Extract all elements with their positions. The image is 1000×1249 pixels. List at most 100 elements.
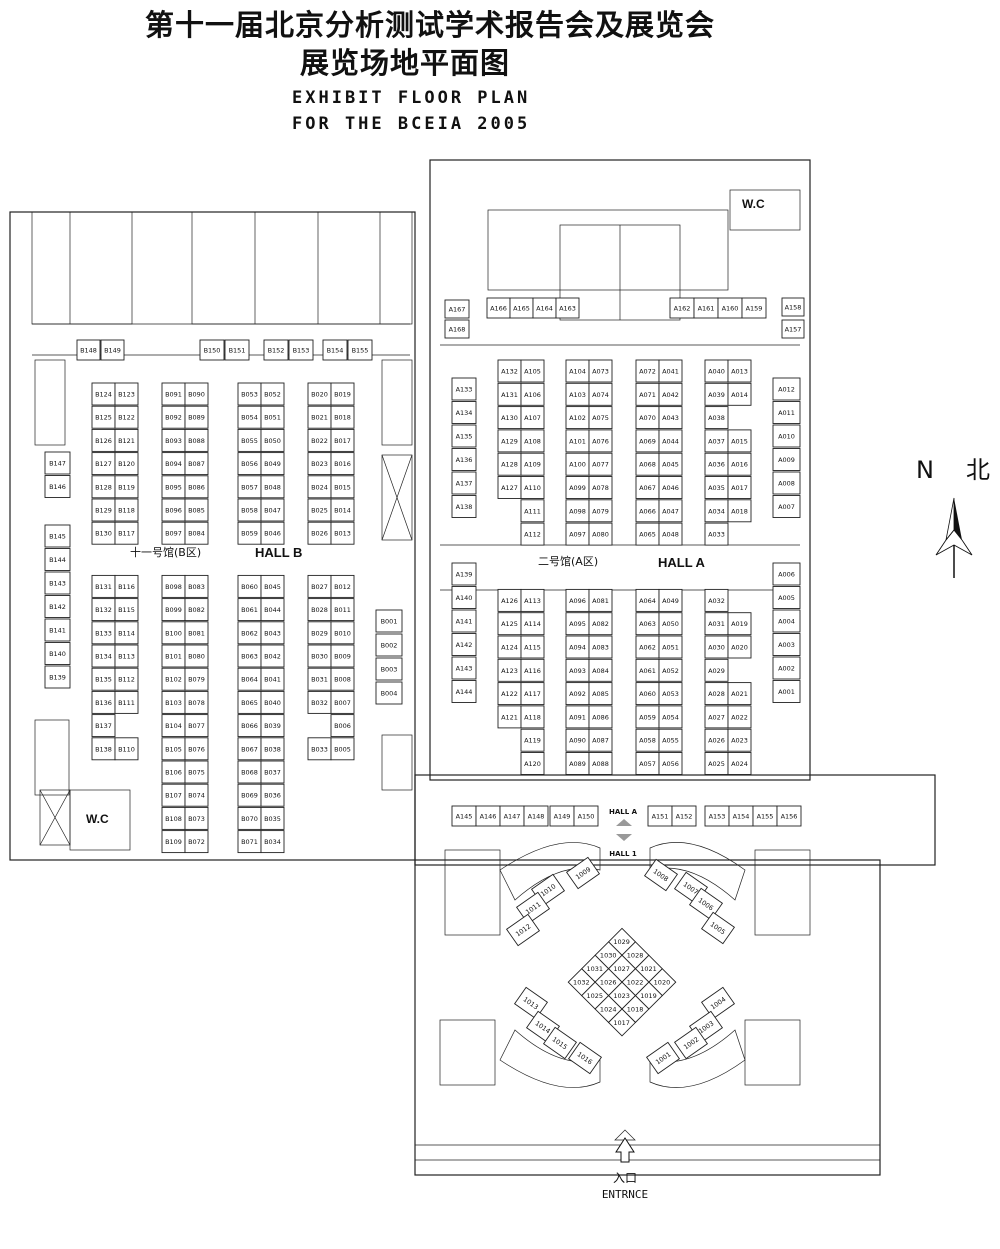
booth-a043[interactable]: A043: [658, 406, 683, 430]
booth-a061[interactable]: A061: [635, 658, 660, 682]
booth-b115[interactable]: B115: [114, 598, 139, 622]
booth-1005[interactable]: 1005: [700, 911, 736, 945]
booth-a052[interactable]: A052: [658, 658, 683, 682]
booth-b011[interactable]: B011: [330, 598, 355, 622]
booth-b013[interactable]: B013: [330, 521, 355, 545]
booth-1015[interactable]: 1015: [542, 1026, 578, 1060]
booth-a091[interactable]: A091: [565, 705, 590, 729]
booth-a131[interactable]: A131: [497, 382, 522, 406]
booth-b139[interactable]: B139: [44, 665, 71, 689]
booth-b045[interactable]: B045: [260, 574, 285, 598]
booth-b146[interactable]: B146: [44, 475, 71, 498]
booth-a078[interactable]: A078: [588, 476, 613, 499]
booth-b010[interactable]: B010: [330, 621, 355, 645]
booth-b123[interactable]: B123: [114, 382, 139, 406]
booth-a146[interactable]: A146: [475, 805, 501, 827]
booth-b079[interactable]: B079: [184, 667, 209, 691]
booth-a011[interactable]: A011: [772, 401, 801, 424]
booth-b028[interactable]: B028: [307, 598, 332, 622]
booth-a088[interactable]: A088: [588, 752, 613, 775]
booth-b092[interactable]: B092: [161, 405, 186, 429]
booth-b130[interactable]: B130: [91, 521, 116, 545]
booth-1004[interactable]: 1004: [700, 986, 736, 1020]
booth-a159[interactable]: A159: [741, 297, 767, 319]
booth-a103[interactable]: A103: [565, 382, 590, 406]
booth-b039[interactable]: B039: [260, 714, 285, 738]
booth-a130[interactable]: A130: [497, 406, 522, 430]
booth-a060[interactable]: A060: [635, 682, 660, 706]
booth-a157[interactable]: A157: [781, 319, 805, 339]
booth-b128[interactable]: B128: [91, 475, 116, 499]
booth-b124[interactable]: B124: [91, 382, 116, 406]
booth-a003[interactable]: A003: [772, 633, 801, 656]
booth-a063[interactable]: A063: [635, 612, 660, 636]
booth-a047[interactable]: A047: [658, 499, 683, 523]
booth-a161[interactable]: A161: [693, 297, 719, 319]
booth-b005[interactable]: B005: [330, 737, 355, 761]
booth-a056[interactable]: A056: [658, 752, 683, 775]
booth-a040[interactable]: A040: [704, 359, 729, 383]
booth-a045[interactable]: A045: [658, 452, 683, 476]
booth-b038[interactable]: B038: [260, 737, 285, 761]
booth-b029[interactable]: B029: [307, 621, 332, 645]
booth-b078[interactable]: B078: [184, 690, 209, 714]
booth-b154[interactable]: B154: [322, 339, 348, 361]
booth-b036[interactable]: B036: [260, 783, 285, 807]
booth-a092[interactable]: A092: [565, 682, 590, 706]
booth-a007[interactable]: A007: [772, 495, 801, 518]
booth-a113[interactable]: A113: [520, 588, 545, 612]
booth-b021[interactable]: B021: [307, 405, 332, 429]
booth-a149[interactable]: A149: [549, 805, 575, 827]
booth-a154[interactable]: A154: [728, 805, 754, 827]
booth-a030[interactable]: A030: [704, 635, 729, 659]
booth-b080[interactable]: B080: [184, 644, 209, 668]
booth-b004[interactable]: B004: [375, 681, 403, 705]
booth-a072[interactable]: A072: [635, 359, 660, 383]
booth-a014[interactable]: A014: [727, 382, 752, 406]
booth-b040[interactable]: B040: [260, 690, 285, 714]
booth-b071[interactable]: B071: [237, 830, 262, 854]
booth-b107[interactable]: B107: [161, 783, 186, 807]
booth-a102[interactable]: A102: [565, 406, 590, 430]
booth-b104[interactable]: B104: [161, 714, 186, 738]
booth-b067[interactable]: B067: [237, 737, 262, 761]
booth-a123[interactable]: A123: [497, 658, 522, 682]
booth-a021[interactable]: A021: [727, 682, 752, 706]
booth-a058[interactable]: A058: [635, 728, 660, 752]
booth-a108[interactable]: A108: [520, 429, 545, 453]
booth-a117[interactable]: A117: [520, 682, 545, 706]
booth-b016[interactable]: B016: [330, 452, 355, 476]
booth-a067[interactable]: A067: [635, 476, 660, 499]
booth-b058[interactable]: B058: [237, 498, 262, 522]
booth-b137[interactable]: B137: [91, 714, 116, 738]
booth-b094[interactable]: B094: [161, 452, 186, 476]
booth-a158[interactable]: A158: [781, 297, 805, 317]
booth-a034[interactable]: A034: [704, 499, 729, 523]
booth-a112[interactable]: A112: [520, 522, 545, 546]
booth-a086[interactable]: A086: [588, 705, 613, 729]
booth-a064[interactable]: A064: [635, 588, 660, 612]
booth-b122[interactable]: B122: [114, 405, 139, 429]
booth-b081[interactable]: B081: [184, 621, 209, 645]
booth-b093[interactable]: B093: [161, 428, 186, 452]
booth-a136[interactable]: A136: [451, 448, 477, 471]
booth-b135[interactable]: B135: [91, 667, 116, 691]
booth-a095[interactable]: A095: [565, 612, 590, 636]
booth-a101[interactable]: A101: [565, 429, 590, 453]
booth-b133[interactable]: B133: [91, 621, 116, 645]
booth-a026[interactable]: A026: [704, 728, 729, 752]
booth-b061[interactable]: B061: [237, 598, 262, 622]
booth-a032[interactable]: A032: [704, 588, 729, 612]
booth-a028[interactable]: A028: [704, 682, 729, 706]
booth-a085[interactable]: A085: [588, 682, 613, 706]
booth-b100[interactable]: B100: [161, 621, 186, 645]
booth-a105[interactable]: A105: [520, 359, 545, 383]
booth-b082[interactable]: B082: [184, 598, 209, 622]
booth-1001[interactable]: 1001: [645, 1041, 681, 1075]
booth-a148[interactable]: A148: [523, 805, 549, 827]
booth-a054[interactable]: A054: [658, 705, 683, 729]
booth-b035[interactable]: B035: [260, 806, 285, 830]
booth-a066[interactable]: A066: [635, 499, 660, 523]
booth-a121[interactable]: A121: [497, 705, 522, 729]
booth-b044[interactable]: B044: [260, 598, 285, 622]
